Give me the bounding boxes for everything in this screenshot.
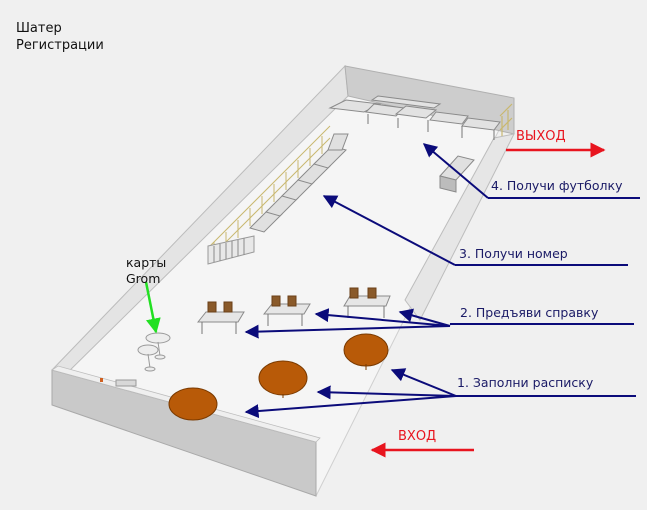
right-wall: [404, 133, 515, 321]
arrow-step-3: [322, 195, 628, 266]
exit-fence: [499, 103, 513, 136]
step-3-label: 3. Получи номер: [459, 246, 568, 261]
step-4-label: 4. Получи футболку: [491, 178, 623, 193]
step-2-label: 2. Предъяви справку: [460, 305, 599, 320]
back-tables: [328, 95, 501, 131]
long-table-row: [249, 133, 349, 233]
round-tables: [168, 333, 389, 421]
cards-label-line-1: карты: [126, 255, 167, 270]
exit-label: ВЫХОД: [516, 129, 566, 144]
entrance-label: ВХОД: [398, 429, 437, 444]
title-line-1: Шатер: [16, 21, 62, 36]
arrow-step-2: [244, 308, 634, 339]
cards-stand: [137, 332, 171, 372]
fence: [209, 125, 331, 260]
small-box: [115, 379, 137, 387]
chairs: [207, 287, 377, 313]
title-line-2: Регистрации: [16, 38, 104, 53]
step-1-label: 1. Заполни расписку: [457, 375, 594, 390]
arrow-step-4: [422, 143, 640, 199]
arrow-step-1: [244, 368, 636, 419]
cards-label-line-2: Grom: [126, 271, 161, 286]
cards-arrow: [144, 281, 161, 334]
